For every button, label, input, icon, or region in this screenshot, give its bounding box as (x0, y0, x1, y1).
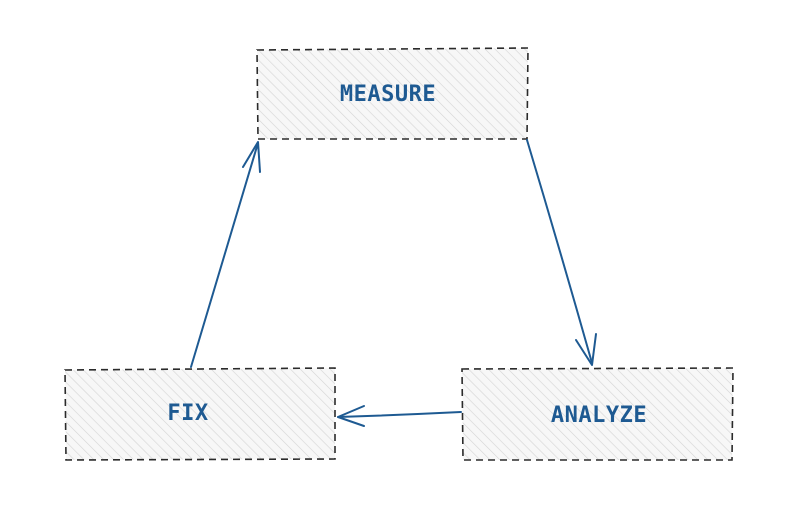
node-analyze-label: ANALYZE (551, 403, 647, 428)
node-measure-label: MEASURE (340, 82, 436, 107)
node-fix: FIX (64, 367, 336, 461)
node-analyze-box (461, 367, 734, 461)
node-fix-label: FIX (167, 401, 208, 426)
arrow-analyze-to-fix-head (337, 405, 365, 427)
arrow-measure-to-analyze-line (526, 139, 593, 364)
arrow-fix-to-measure-head (242, 141, 261, 173)
arrow-measure-to-analyze (526, 139, 597, 366)
arrow-analyze-to-fix-line (337, 411, 462, 418)
arrow-measure-to-analyze-head (575, 333, 597, 366)
arrow-fix-to-measure-line (190, 142, 259, 368)
node-analyze: ANALYZE (461, 367, 734, 461)
arrow-fix-to-measure (190, 141, 261, 368)
node-measure: MEASURE (256, 47, 529, 140)
arrow-analyze-to-fix (337, 405, 462, 427)
node-fix-box (64, 367, 336, 461)
